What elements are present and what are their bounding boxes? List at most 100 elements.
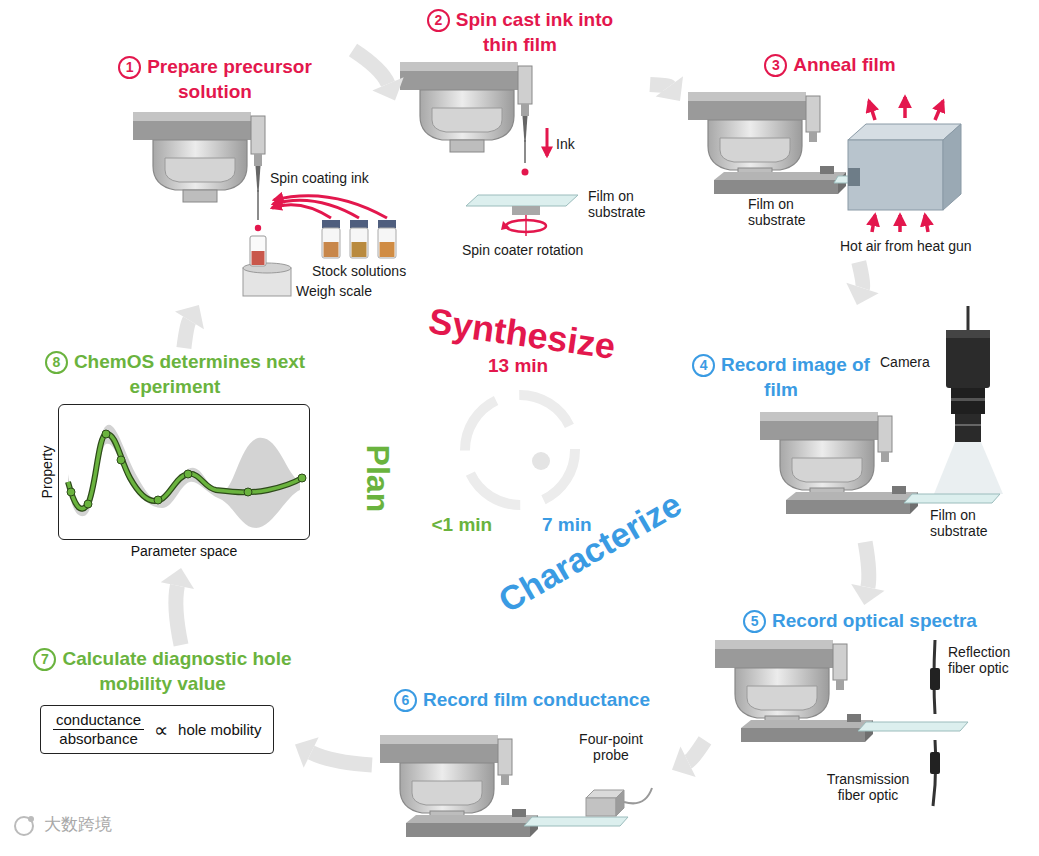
- camera-station: [951, 398, 985, 401]
- flow-arrow: [295, 737, 372, 768]
- callout-label: Film on substrate: [588, 188, 654, 220]
- step-heading: 1Prepare precursor solution: [90, 55, 340, 105]
- step-heading: 8ChemOS determines next eperiment: [40, 350, 310, 400]
- anneal-station: [848, 124, 961, 140]
- precursor-station: [352, 242, 367, 257]
- callout-number: 1: [118, 56, 141, 79]
- spectra-station: [858, 722, 968, 731]
- step-panel: 3 Anneal film: [680, 50, 1005, 262]
- precursor-station: [250, 236, 266, 266]
- cycle-hub: [532, 452, 550, 470]
- step-heading: 3 Anneal film: [720, 53, 940, 78]
- optimization-plot: [67, 425, 306, 528]
- optimization-plot: [244, 488, 252, 496]
- callout-label: Spin coater rotation: [462, 242, 583, 258]
- precursor-station: [272, 205, 331, 218]
- spectra-station: [715, 640, 873, 742]
- step-title: Record optical spectra: [772, 610, 977, 631]
- flow-arrow: [176, 586, 181, 645]
- step-title: Spin cast ink into thin film: [456, 9, 613, 55]
- camera-station: [946, 330, 990, 338]
- flow-arrow: [353, 50, 388, 84]
- formula-term: hole mobility: [178, 721, 261, 738]
- step-title: Record film conductance: [423, 689, 650, 710]
- optimization-plot: [68, 434, 302, 509]
- anneal-station: [869, 101, 875, 120]
- camera-station: [951, 388, 985, 414]
- conductance-station: [586, 798, 616, 816]
- optimization-plot: [67, 488, 75, 496]
- precursor-station: [378, 220, 396, 228]
- precursor-station: [133, 112, 265, 202]
- spin-coater: [400, 62, 532, 152]
- spectra-station: [930, 752, 940, 774]
- optimization-plot: [184, 470, 192, 478]
- flow-arrow: [311, 753, 372, 765]
- conductance-station: [616, 790, 624, 816]
- callout-label: Hot air from heat gun: [840, 238, 972, 254]
- callout-label: Weigh scale: [296, 283, 372, 299]
- precursor-station: [257, 190, 259, 220]
- callout-label: Film on substrate: [748, 196, 818, 228]
- flow-arrow: [672, 740, 705, 777]
- camera-station: [955, 414, 981, 442]
- callout-label: Film on substrate: [930, 507, 996, 539]
- time-label: 13 min: [488, 355, 548, 377]
- callout-number: 2: [427, 9, 450, 32]
- anneal-station: [848, 168, 860, 186]
- watermark-logo: [15, 816, 34, 835]
- optimization-plot: [154, 496, 162, 504]
- flow-arrow: [650, 85, 669, 87]
- callout-number: 8: [45, 351, 68, 374]
- numerator: conductance: [53, 711, 144, 730]
- callout-label: Camera: [880, 354, 930, 370]
- flow-arrow: [865, 542, 869, 587]
- flow-arrow: [175, 305, 204, 348]
- phase-label: Characterize: [492, 484, 688, 620]
- callout-label: Ink: [556, 136, 575, 152]
- optimization-plot: [298, 474, 306, 482]
- step-heading: 2 Spin cast ink into thin film: [415, 8, 625, 58]
- spin-coater: [400, 62, 578, 236]
- flow-arrow: [846, 262, 878, 305]
- phase-label: Plan: [359, 444, 396, 512]
- proportional-symbol: ∝: [154, 718, 168, 742]
- step-panel: 8ChemOS determines next eperimentPropert…: [30, 348, 315, 568]
- time-label: <1 min: [432, 514, 493, 536]
- anneal-station: [872, 215, 875, 232]
- optimization-plot: [102, 430, 110, 438]
- anneal-station: [925, 215, 928, 232]
- callout-label: Four-point probe: [570, 731, 652, 763]
- camera-station: [904, 494, 1000, 503]
- flow-arrow: [650, 76, 683, 101]
- callout-label: Spin coating ink: [270, 170, 369, 186]
- spin-coater: [501, 221, 510, 230]
- callout-number: 3: [764, 54, 787, 77]
- flow-arrow: [859, 262, 863, 288]
- step-panel: 4 Record image of film: [690, 305, 1005, 542]
- camera-station: [946, 330, 990, 388]
- denominator: absorbance: [56, 730, 140, 748]
- callout-number: 5: [743, 610, 766, 633]
- camera-station: [760, 306, 1003, 514]
- flow-arrow: [851, 542, 884, 605]
- step-title: Anneal film: [793, 54, 895, 75]
- step-title: Calculate diagnostic hole mobility value: [62, 648, 291, 694]
- spin-coater: [466, 195, 578, 206]
- precursor-station: [380, 242, 395, 257]
- spin-coater: [506, 220, 546, 232]
- flow-arrow: [353, 50, 404, 100]
- callout-number: 4: [692, 354, 715, 377]
- anneal-station: [943, 124, 961, 210]
- watermark: 大数跨境: [44, 815, 112, 835]
- step-title: Record image of film: [721, 354, 870, 400]
- callout-number: 6: [394, 689, 417, 712]
- spectra-station: [715, 640, 968, 806]
- precursor-station: [350, 220, 368, 228]
- step-heading: 5 Record optical spectra: [705, 609, 1015, 634]
- flow-arrow: [688, 740, 705, 761]
- callout-number: 7: [33, 648, 56, 671]
- optimization-plot: [68, 434, 302, 509]
- formula-box: conductanceabsorbance ∝ hole mobility: [40, 705, 274, 754]
